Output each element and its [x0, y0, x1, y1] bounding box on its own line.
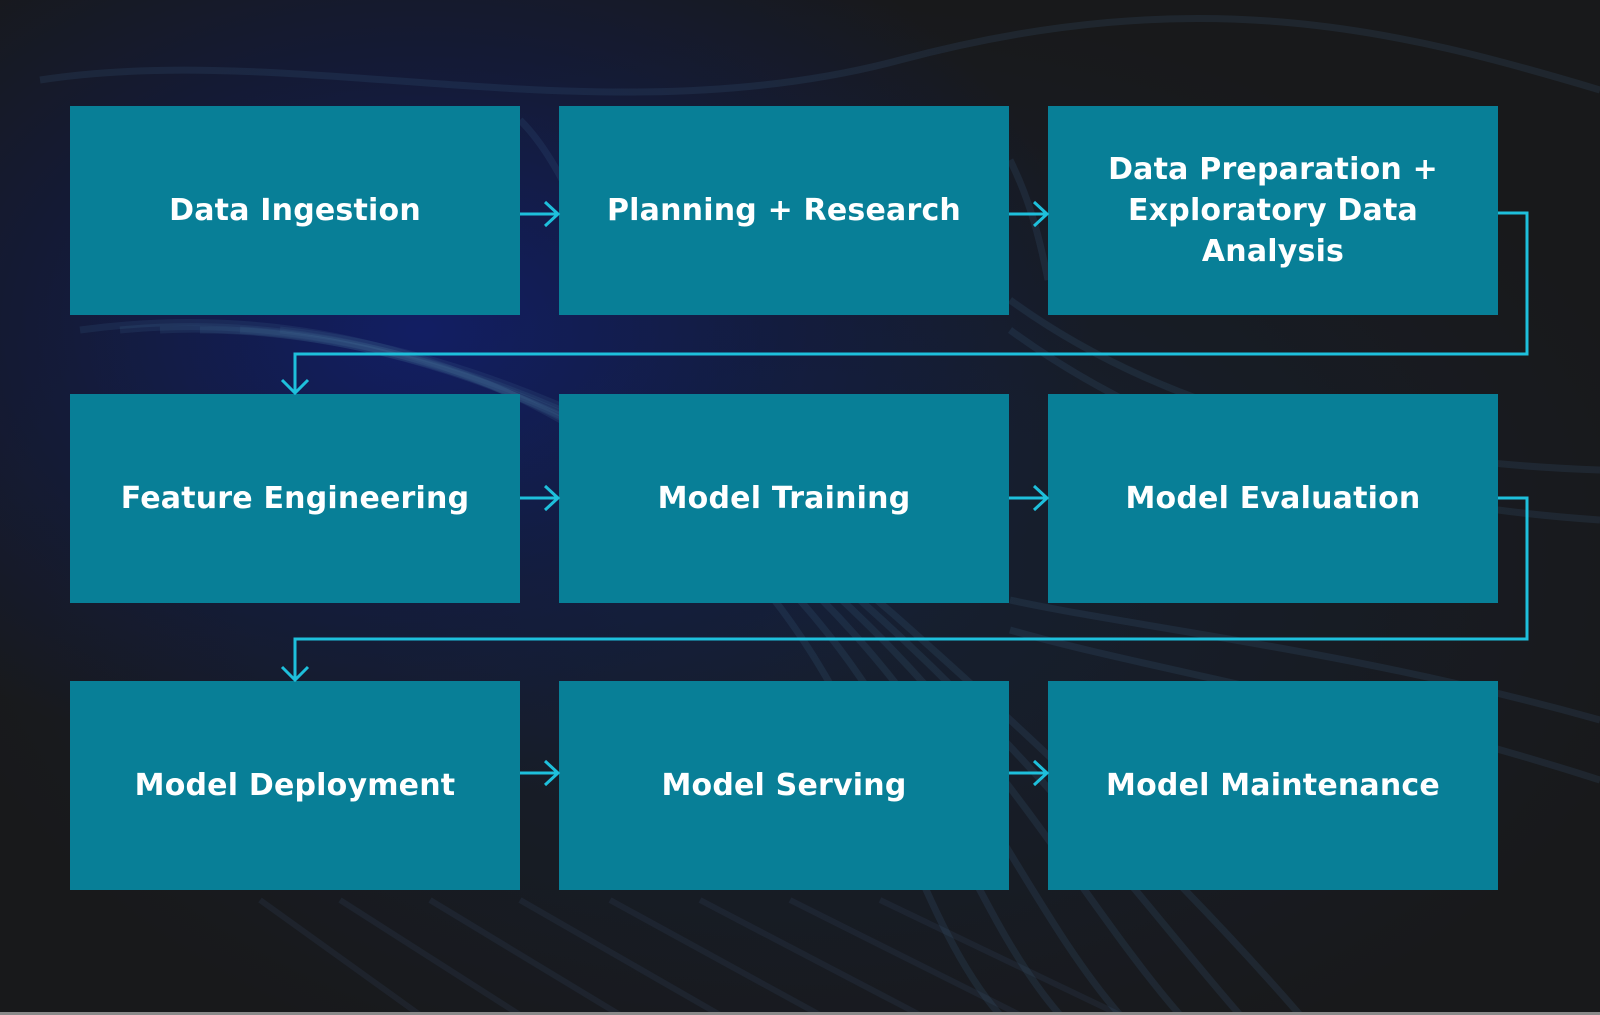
arrow-right-icon — [1009, 484, 1050, 512]
step-label: Planning + Research — [606, 193, 961, 228]
step-label: Model Training — [657, 481, 911, 516]
step-model-serving: Model Serving — [559, 681, 1009, 890]
step-label: Data Preparation + Exploratory Data Anal… — [1108, 152, 1438, 269]
wrap-arrow-down-icon — [280, 211, 1529, 396]
arrow-right-icon — [520, 200, 561, 228]
step-label: Model Serving — [661, 768, 907, 803]
arrow-right-icon — [1009, 200, 1050, 228]
arrow-right-icon — [1009, 759, 1050, 787]
step-model-evaluation: Model Evaluation — [1048, 394, 1498, 603]
step-model-training: Model Training — [559, 394, 1009, 603]
step-data-preparation-eda: Data Preparation + Exploratory Data Anal… — [1048, 106, 1498, 315]
step-label: Model Evaluation — [1125, 481, 1421, 516]
step-model-maintenance: Model Maintenance — [1048, 681, 1498, 890]
wrap-arrow-down-icon — [280, 496, 1529, 683]
step-feature-engineering: Feature Engineering — [70, 394, 520, 603]
bottom-border — [0, 1012, 1600, 1015]
step-planning-research: Planning + Research — [559, 106, 1009, 315]
step-label: Feature Engineering — [120, 481, 470, 516]
arrow-right-icon — [520, 484, 561, 512]
step-model-deployment: Model Deployment — [70, 681, 520, 890]
step-label: Model Deployment — [134, 768, 456, 803]
step-label: Data Ingestion — [169, 193, 421, 228]
step-data-ingestion: Data Ingestion — [70, 106, 520, 315]
arrow-right-icon — [520, 759, 561, 787]
step-label: Model Maintenance — [1106, 768, 1440, 803]
